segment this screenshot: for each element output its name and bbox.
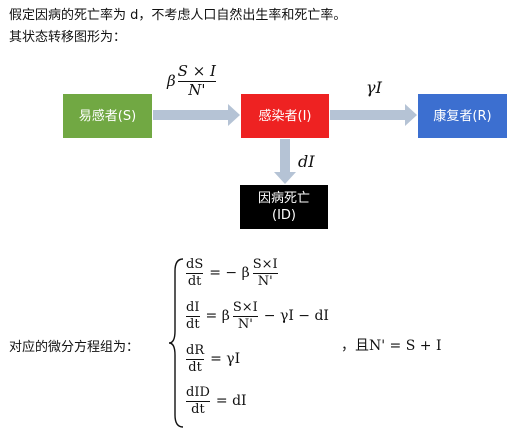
eq2-rhs: S×I N' — [232, 300, 258, 332]
eq1-rhs: S×I N' — [252, 257, 278, 289]
eq2-tail: − γI − dI — [263, 308, 329, 325]
node-dead-line1: 因病死亡 — [257, 191, 310, 206]
eq2-lhs-den: dt — [186, 316, 200, 332]
intro-text: 假定因病的死亡率为 d，不考虑人口自然出生率和死亡率。 — [9, 8, 347, 23]
eq2-rhs-den: N' — [237, 316, 253, 332]
rate-fraction: S × I N' — [177, 62, 216, 99]
fraction-bar — [232, 315, 258, 317]
arrow-i-to-r — [330, 104, 417, 126]
node-dead: 因病死亡 (ID) — [240, 185, 328, 229]
eq1-lhs-num: dS — [186, 257, 204, 272]
fraction-bar — [252, 272, 278, 274]
eq4-lhs-num: dID — [186, 385, 210, 400]
node-infected: 感染者(I) — [241, 94, 329, 138]
equation-di: dI dt = β S×I N' − γI − dI — [186, 301, 332, 331]
eq1-rhs-den: N' — [257, 273, 273, 289]
diagram-caption: 其状态转移图形为： — [9, 30, 127, 45]
rate-denominator: N' — [188, 80, 206, 99]
eq3-lhs-num: dR — [186, 343, 205, 358]
arrow-i-to-d — [274, 139, 296, 184]
eq1-lhs: dS dt — [186, 257, 204, 289]
eq3-rhs: = γI — [210, 351, 241, 368]
eq4-lhs-den: dt — [191, 401, 205, 417]
node-recovered: 康复者(R) — [418, 94, 507, 138]
system-brace — [168, 258, 184, 428]
eq1-lhs-den: dt — [187, 273, 202, 289]
label-i-to-d: dI — [298, 152, 315, 171]
fraction-bar — [186, 400, 210, 402]
rate-numerator: S × I — [177, 62, 216, 80]
label-s-to-i: β S × I N' — [167, 62, 216, 99]
eq2-rhs-num: S×I — [232, 300, 258, 315]
eq2-operator: = β — [205, 308, 230, 325]
arrow-s-to-i — [153, 104, 240, 126]
equations-label: 对应的微分方程组为： — [9, 340, 140, 355]
population-condition: ，且N' = S + I — [341, 338, 442, 354]
eq2-lhs-num: dI — [186, 300, 200, 315]
beta-symbol: β — [167, 72, 176, 91]
fraction-bar — [186, 358, 205, 360]
eq1-rhs-num: S×I — [252, 257, 278, 272]
eq3-lhs-den: dt — [188, 359, 202, 375]
fraction-bar — [186, 272, 204, 274]
eq4-lhs: dID dt — [186, 386, 210, 416]
eq4-rhs: = dI — [215, 393, 247, 410]
equation-ds: dS dt = − β S×I N' — [186, 258, 281, 288]
fraction-bar — [177, 80, 216, 82]
equation-dr: dR dt = γI — [186, 344, 243, 374]
fraction-bar — [186, 315, 200, 317]
eq3-lhs: dR dt — [186, 343, 205, 375]
eq1-operator: = − β — [209, 265, 250, 282]
node-susceptible: 易感者(S) — [63, 94, 152, 138]
label-i-to-r: γI — [366, 78, 382, 97]
equation-did: dID dt = dI — [186, 386, 250, 416]
node-dead-line2: (ID) — [272, 208, 296, 223]
eq2-lhs: dI dt — [186, 301, 200, 331]
transition-arrows — [153, 104, 417, 184]
